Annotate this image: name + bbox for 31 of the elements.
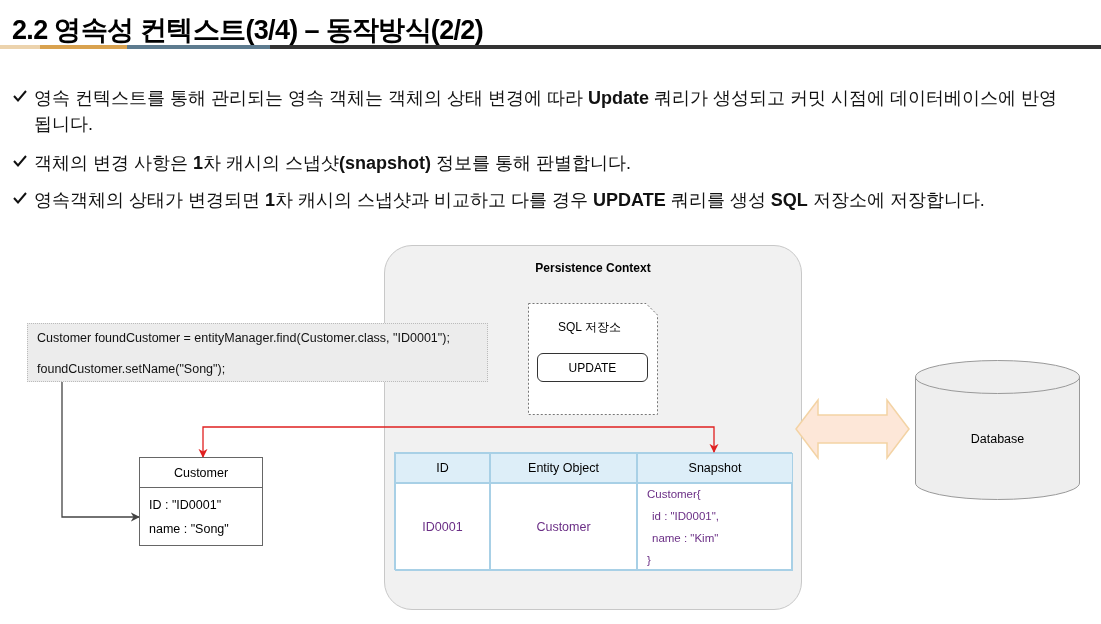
field-text: name : "Song" bbox=[149, 521, 229, 538]
arrow bbox=[61, 381, 140, 522]
header-cell: Snapshot bbox=[637, 453, 793, 483]
arrow bbox=[198, 426, 719, 458]
double-arrow bbox=[795, 397, 910, 461]
snapshot-line: id : "ID0001", bbox=[652, 509, 719, 524]
snapshot-line: } bbox=[647, 553, 651, 568]
snapshot-line: name : "Kim" bbox=[652, 531, 719, 546]
query-button: UPDATE bbox=[537, 353, 648, 382]
bullet-text: 영속객체의 상태가 변경되면 1차 캐시의 스냅샷과 비교하고 다를 경우 UPDATE 쿼리를 생성 SQL 저장소에 저장합니다. bbox=[34, 189, 986, 212]
database-cylinder bbox=[915, 360, 1080, 500]
bullet-text: 객체의 변경 사항은 1차 캐시의 스냅샷(snapshot) 정보를 통해 판별합니다. bbox=[34, 152, 633, 175]
code-line: Customer foundCustomer = entityManager.find(Customer.class, "ID0001"); bbox=[37, 330, 450, 347]
code-line: foundCustomer.setName("Song"); bbox=[37, 361, 226, 378]
page-title: 2.2 영속성 컨텍스트(3/4) – 동작방식(2/2) bbox=[12, 14, 483, 47]
class-name: Customer bbox=[173, 465, 229, 482]
table bbox=[394, 452, 792, 570]
bullet-text: 영속 컨텍스트를 통해 관리되는 영속 객체는 객체의 상태 변경에 따라 Update 쿼리가 생성되고 커밋 시점에 데이터베이스에 반영됩니다. bbox=[34, 87, 1059, 136]
table-cell: Customer bbox=[490, 483, 637, 571]
store-title: SQL 저장소 bbox=[558, 319, 621, 336]
header-cell: Entity Object bbox=[490, 453, 637, 483]
field-text: ID : "ID0001" bbox=[149, 497, 222, 514]
table-cell bbox=[637, 483, 793, 571]
code-box bbox=[27, 323, 488, 382]
document-shape bbox=[528, 303, 658, 415]
database-label: Database bbox=[970, 431, 1025, 448]
container-title: Persistence Context bbox=[535, 260, 651, 277]
header-cell: ID bbox=[395, 453, 490, 483]
table-cell: ID0001 bbox=[395, 483, 490, 571]
snapshot-line: Customer{ bbox=[647, 487, 701, 502]
class-box bbox=[139, 457, 263, 546]
